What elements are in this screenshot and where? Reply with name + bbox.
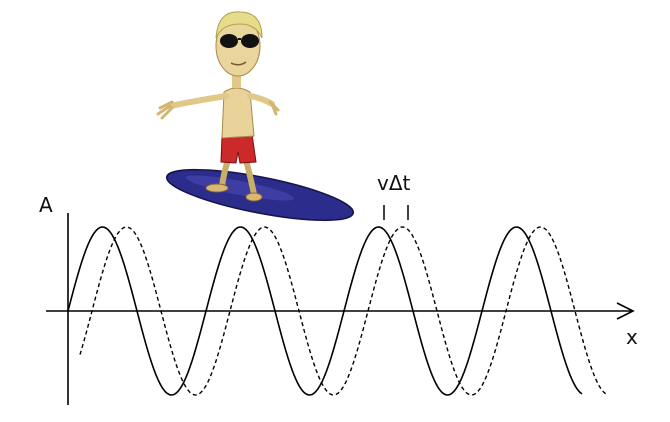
surfer-neck [232,70,241,88]
surfer-right-hand [268,100,280,116]
surfer-torso [221,87,255,139]
amplitude-axis-label: A [39,193,53,217]
sunglasses-icon [220,34,259,48]
surfer-right-foot [245,192,263,202]
surfer-mouth [230,61,247,66]
x-axis-arrow-icon [616,302,635,320]
shifted-wave [79,226,607,396]
surfer-left-hand [156,100,174,120]
surfer-right-arm [247,93,275,107]
surfer-left-arm [167,93,229,109]
surfer-shorts [220,133,257,164]
surfboard-shine [185,175,295,201]
axes [46,213,635,405]
original-wave [67,226,583,396]
displacement-label: vΔt [377,171,411,195]
displacement-marker [383,205,409,220]
surfer-hair [215,11,263,39]
surfer-left-foot [205,183,229,193]
position-axis-label: x [626,325,638,349]
surfer-illustration [156,11,355,222]
